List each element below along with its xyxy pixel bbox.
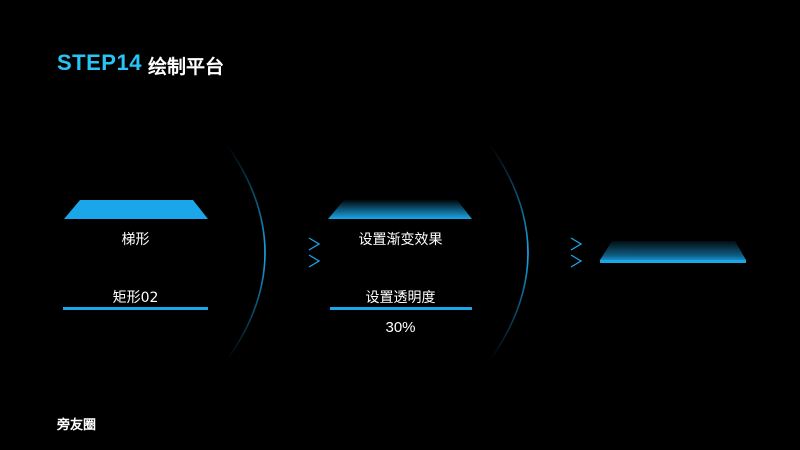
gradient-label: 设置渐变效果 (358, 232, 443, 248)
step-number: STEP14 (57, 50, 142, 75)
trapezoid-shape (64, 200, 208, 219)
page-title: 绘制平台 (148, 56, 225, 78)
opacity-label: 设置透明度 (365, 290, 436, 306)
separator-arc-1 (226, 144, 266, 361)
arrow-right-icon-2 (495, 237, 583, 268)
rect02-label: 矩形02 (112, 290, 159, 306)
opacity-line (330, 307, 472, 310)
platform-result-shape (600, 241, 746, 263)
gradient-trapezoid-shape (328, 200, 472, 219)
trapezoid-label: 梯形 (121, 232, 150, 248)
brand-logo: 旁友圈 (57, 418, 97, 433)
separator-arc-2 (489, 144, 529, 361)
arrow-right-icon-1 (235, 237, 321, 268)
rect02-line (63, 307, 208, 310)
opacity-value: 30% (385, 319, 416, 336)
